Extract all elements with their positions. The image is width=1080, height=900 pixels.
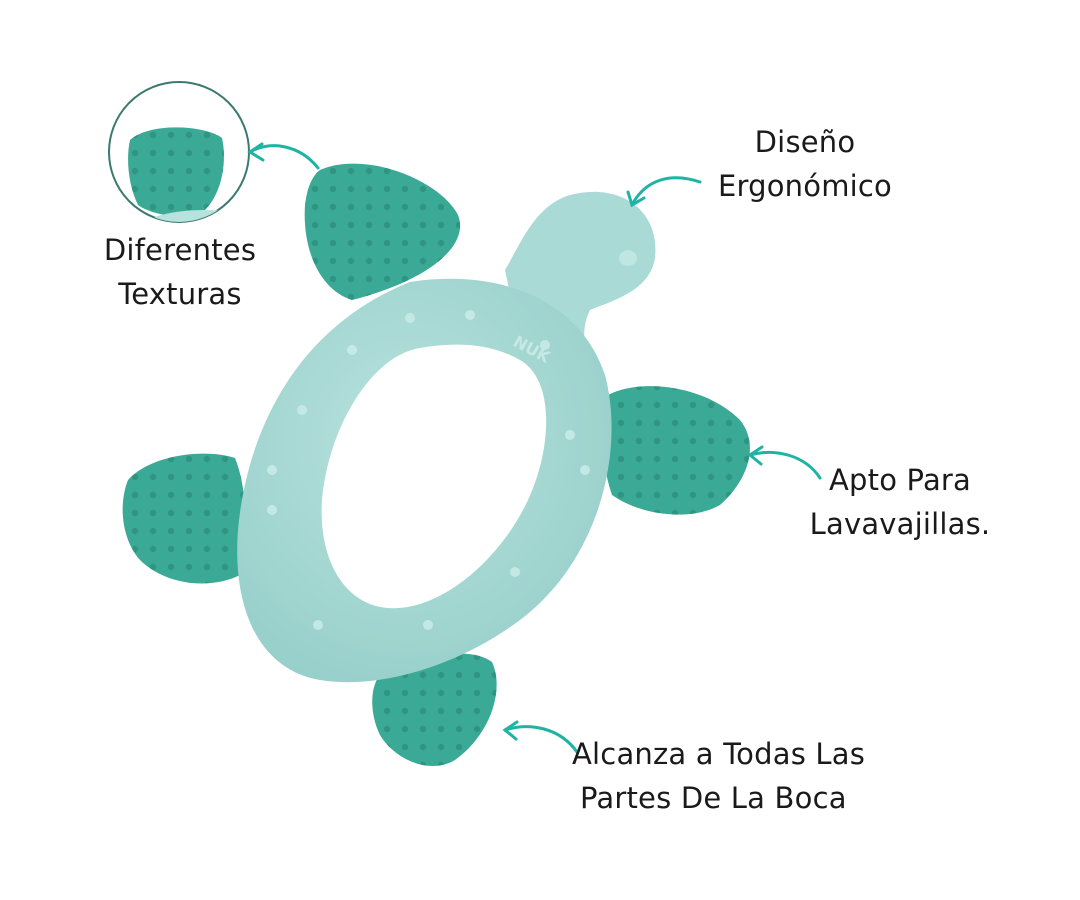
label-dishwasher: Apto Para Lavavajillas. [795, 458, 1005, 546]
label-dishwasher-line1: Apto Para [828, 463, 972, 497]
label-reach-line2: Partes De La Boca [580, 781, 847, 815]
fin-top-left [304, 163, 461, 300]
teether-body [237, 191, 656, 683]
arrow-ergonomic [626, 176, 702, 208]
label-dishwasher-line2: Lavavajillas. [809, 507, 991, 541]
label-ergonomic-line1: Diseño [754, 125, 856, 159]
label-textures-line1: Diferentes [103, 233, 257, 267]
arrow-reach [502, 720, 579, 754]
label-ergonomic: Diseño Ergonómico [700, 120, 910, 208]
fin-bottom [372, 653, 497, 766]
fin-right [602, 386, 750, 515]
fin-left [122, 453, 246, 584]
label-textures: Diferentes Texturas [92, 228, 268, 316]
label-reach: Alcanza a Todas Las Partes De La Boca [572, 732, 902, 820]
arrow-dishwasher [747, 445, 822, 480]
label-textures-line2: Texturas [118, 277, 242, 311]
label-ergonomic-line2: Ergonómico [717, 169, 892, 203]
label-reach-line1: Alcanza a Todas Las [572, 737, 866, 771]
texture-zoom-circle [108, 81, 250, 223]
arrow-textures [247, 142, 320, 170]
